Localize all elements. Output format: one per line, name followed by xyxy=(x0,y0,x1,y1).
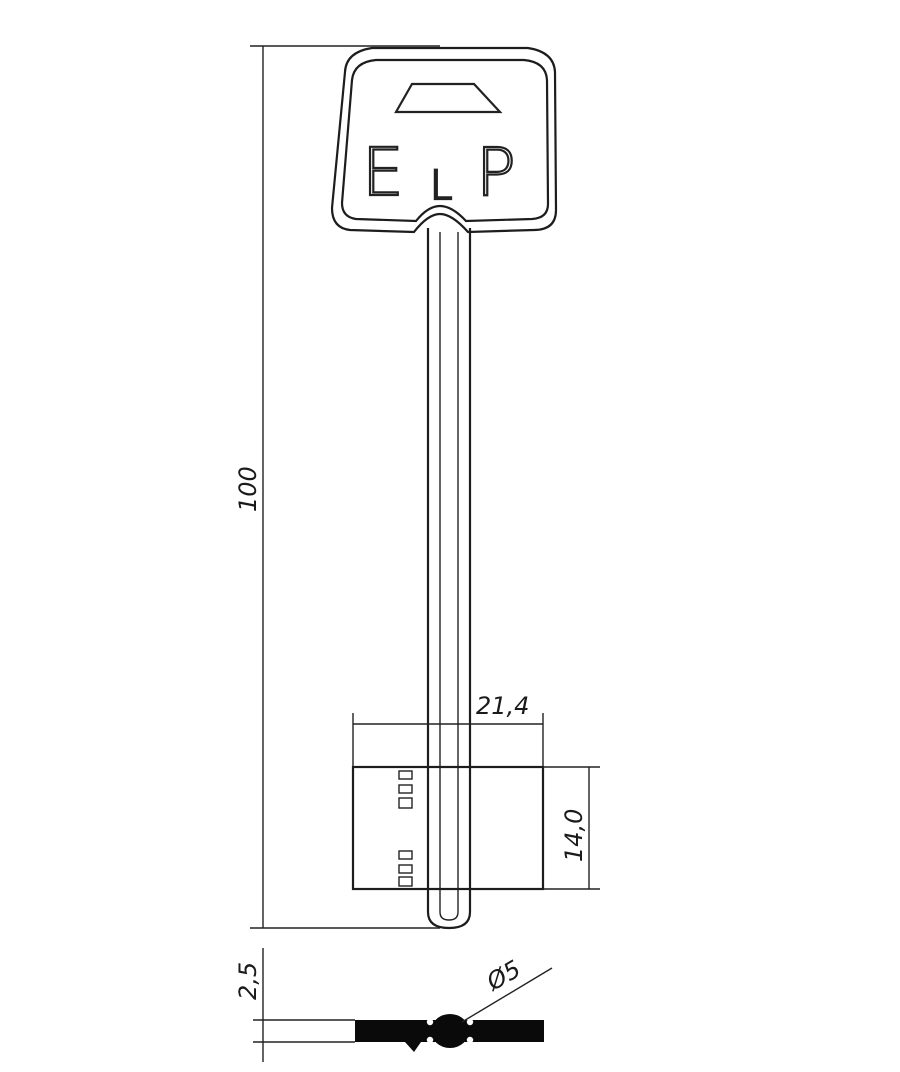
dimension-shaft-diameter: Ø5 xyxy=(461,955,553,1023)
key-shaft xyxy=(426,228,472,930)
cross-section-profile xyxy=(355,1014,544,1052)
key-head: E L P xyxy=(330,46,558,234)
trapezoid-emblem xyxy=(394,82,503,114)
dim-label-14-0: 14,0 xyxy=(560,809,588,862)
dimension-overall-length: 100 xyxy=(234,45,440,929)
dim-label-100: 100 xyxy=(234,466,262,512)
logo-letter-p: P xyxy=(476,134,516,211)
logo-letter-e: E xyxy=(362,134,404,211)
dimension-blade-width: 21,4 xyxy=(352,692,544,767)
dim-label-2-5: 2,5 xyxy=(234,962,262,1000)
dim-label-diameter-5: Ø5 xyxy=(481,955,525,997)
dimension-blade-height: 14,0 xyxy=(543,766,600,890)
dimension-profile-thickness: 2,5 xyxy=(234,948,355,1062)
key-blade xyxy=(351,765,545,891)
logo-letter-l: L xyxy=(430,163,452,209)
dim-label-21-4: 21,4 xyxy=(476,692,529,720)
